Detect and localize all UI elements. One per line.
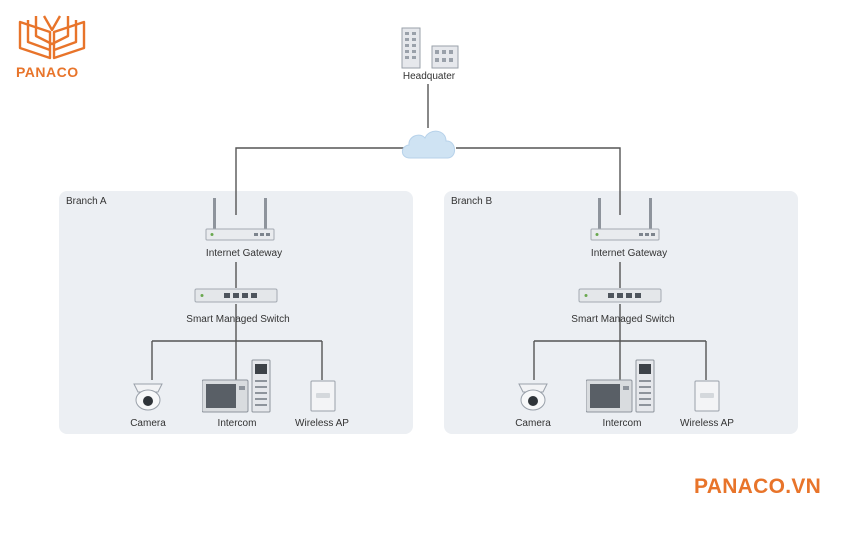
branch-a-camera-icon — [133, 383, 163, 411]
cloud-icon — [401, 130, 455, 159]
branch-b-gateway-label: Internet Gateway — [590, 248, 668, 259]
branch-b-camera-label: Camera — [515, 418, 551, 429]
branch-b-gateway-icon — [590, 198, 660, 241]
branch-b-switch-icon — [578, 288, 662, 303]
branch-b-wireless-ap-icon — [694, 380, 720, 412]
branch-a-gateway-label: Internet Gateway — [205, 248, 283, 259]
branch-a-switch-label: Smart Managed Switch — [186, 314, 290, 325]
branch-a-switch-icon — [194, 288, 278, 303]
headquarter-building-icon — [401, 27, 459, 69]
branch-a-intercom-icon — [202, 359, 271, 413]
branch-b-intercom-label: Intercom — [602, 418, 642, 429]
branch-a-wireless-ap-label: Wireless AP — [295, 418, 349, 429]
headquarter-label: Headquater — [402, 71, 456, 82]
branch-a-label: Branch A — [66, 196, 107, 207]
branch-a-intercom-label: Intercom — [217, 418, 257, 429]
branch-a-camera-label: Camera — [130, 418, 166, 429]
brand-url: PANACO.VN — [694, 475, 822, 498]
branch-a-gateway-icon — [205, 198, 275, 241]
branch-b-wireless-ap-label: Wireless AP — [680, 418, 734, 429]
panaco-logo-icon — [18, 15, 86, 60]
branch-b-camera-icon — [518, 383, 548, 411]
logo-text: PANACO — [16, 64, 79, 80]
branch-b-label: Branch B — [451, 196, 493, 207]
branch-a-wireless-ap-icon — [310, 380, 336, 412]
branch-b-switch-label: Smart Managed Switch — [571, 314, 675, 325]
branch-b-intercom-icon — [586, 359, 655, 413]
